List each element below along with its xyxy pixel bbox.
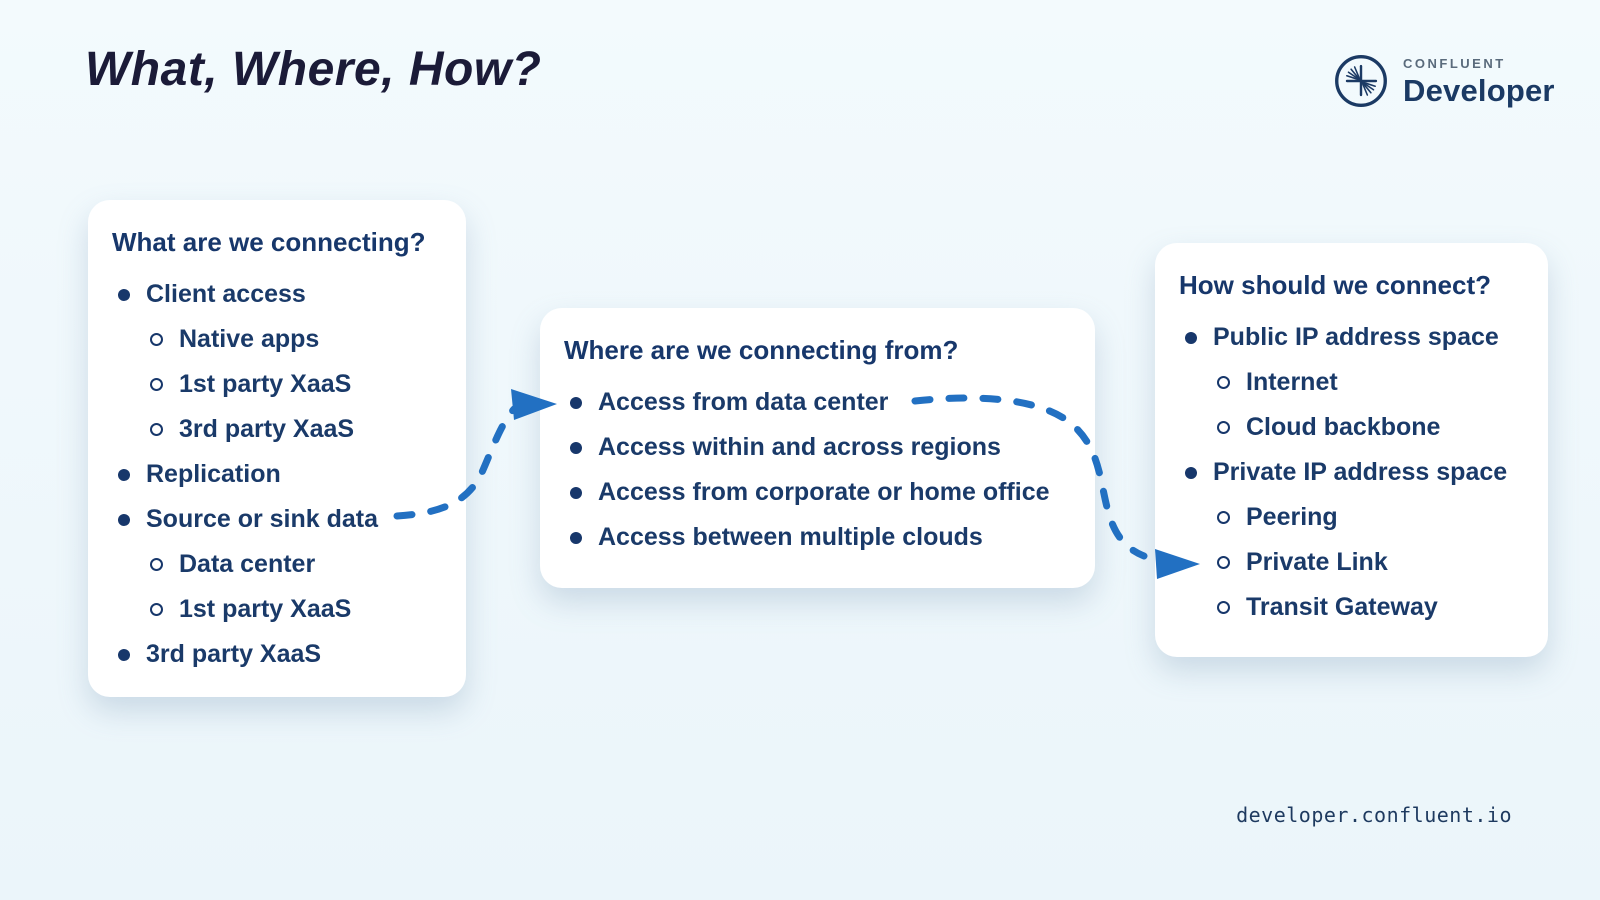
- confluent-developer-logo: CONFLUENT Developer: [1333, 53, 1555, 109]
- list-item: Peering: [1179, 495, 1524, 540]
- brand-name-confluent: CONFLUENT: [1403, 55, 1506, 71]
- list-item-label: Client access: [146, 280, 306, 308]
- list-item-label: Access between multiple clouds: [598, 523, 983, 551]
- page-title: What, Where, How?: [85, 43, 542, 96]
- list-item: Data center: [112, 542, 442, 587]
- bullet-icon: [150, 603, 163, 616]
- bullet-icon: [1217, 376, 1230, 389]
- list-item: Native apps: [112, 317, 442, 362]
- bullet-icon: [570, 441, 582, 454]
- list-item-label: Access from corporate or home office: [598, 478, 1050, 506]
- list-item: Private IP address space: [1179, 450, 1524, 495]
- list-item-label: Peering: [1246, 503, 1338, 531]
- card-what-are-we-connecting: What are we connecting? Client access Na…: [88, 200, 466, 697]
- list-item-label: 1st party XaaS: [179, 370, 352, 398]
- list-item: 3rd party XaaS: [112, 407, 442, 452]
- card-how-should-we-connect: How should we connect? Public IP address…: [1155, 243, 1548, 657]
- bullet-icon: [150, 378, 163, 391]
- bullet-list: Public IP address space Internet Cloud b…: [1179, 315, 1524, 630]
- list-item: Cloud backbone: [1179, 405, 1524, 450]
- list-item: 1st party XaaS: [112, 362, 442, 407]
- bullet-icon: [1217, 601, 1230, 614]
- list-item: Access from corporate or home office: [564, 470, 1071, 515]
- card-title: Where are we connecting from?: [564, 335, 959, 365]
- bullet-list: Access from data center Access within an…: [564, 380, 1071, 560]
- bullet-icon: [570, 531, 582, 544]
- bullet-icon: [570, 486, 582, 499]
- list-item: Access from data center: [564, 380, 1071, 425]
- list-item-label: 3rd party XaaS: [146, 640, 322, 668]
- list-item-label: Internet: [1246, 368, 1338, 396]
- bullet-icon: [1185, 331, 1197, 344]
- bullet-icon: [1217, 556, 1230, 569]
- bullet-icon: [1185, 466, 1197, 479]
- card-title: How should we connect?: [1179, 270, 1492, 300]
- bullet-list: Client access Native apps 1st party XaaS…: [112, 272, 442, 677]
- list-item: Replication: [112, 452, 442, 497]
- list-item-label: Cloud backbone: [1246, 413, 1441, 441]
- list-item: Transit Gateway: [1179, 585, 1524, 630]
- bullet-icon: [1217, 511, 1230, 524]
- list-item: Access within and across regions: [564, 425, 1071, 470]
- list-item: Private Link: [1179, 540, 1524, 585]
- list-item: Internet: [1179, 360, 1524, 405]
- list-item-label: Access from data center: [598, 388, 889, 416]
- list-item-label: Private Link: [1246, 548, 1388, 576]
- list-item-label: Replication: [146, 460, 281, 488]
- list-item: Access between multiple clouds: [564, 515, 1071, 560]
- list-item-label: 3rd party XaaS: [179, 415, 355, 443]
- list-item-label: 1st party XaaS: [179, 595, 352, 623]
- list-item: Client access: [112, 272, 442, 317]
- brand-name-developer: Developer: [1403, 72, 1555, 108]
- card-title: What are we connecting?: [112, 227, 426, 257]
- card-where-are-we-connecting-from: Where are we connecting from? Access fro…: [540, 308, 1095, 588]
- bullet-icon: [150, 423, 163, 436]
- bullet-icon: [150, 333, 163, 346]
- list-item: Source or sink data: [112, 497, 442, 542]
- bullet-icon: [118, 648, 130, 661]
- list-item-label: Native apps: [179, 325, 320, 353]
- list-item-label: Data center: [179, 550, 316, 578]
- bullet-icon: [150, 558, 163, 571]
- confluent-starburst-icon: [1335, 55, 1387, 107]
- bullet-icon: [118, 513, 130, 526]
- list-item: 3rd party XaaS: [112, 632, 442, 677]
- list-item-label: Private IP address space: [1213, 458, 1508, 486]
- list-item: Public IP address space: [1179, 315, 1524, 360]
- bullet-icon: [118, 468, 130, 481]
- list-item-label: Public IP address space: [1213, 323, 1499, 351]
- footer-url: developer.confluent.io: [1236, 803, 1512, 827]
- bullet-icon: [118, 288, 130, 301]
- list-item-label: Transit Gateway: [1246, 593, 1438, 621]
- bullet-icon: [1217, 421, 1230, 434]
- list-item-label: Access within and across regions: [598, 433, 1001, 461]
- list-item-label: Source or sink data: [146, 505, 379, 533]
- bullet-icon: [570, 396, 582, 409]
- list-item: 1st party XaaS: [112, 587, 442, 632]
